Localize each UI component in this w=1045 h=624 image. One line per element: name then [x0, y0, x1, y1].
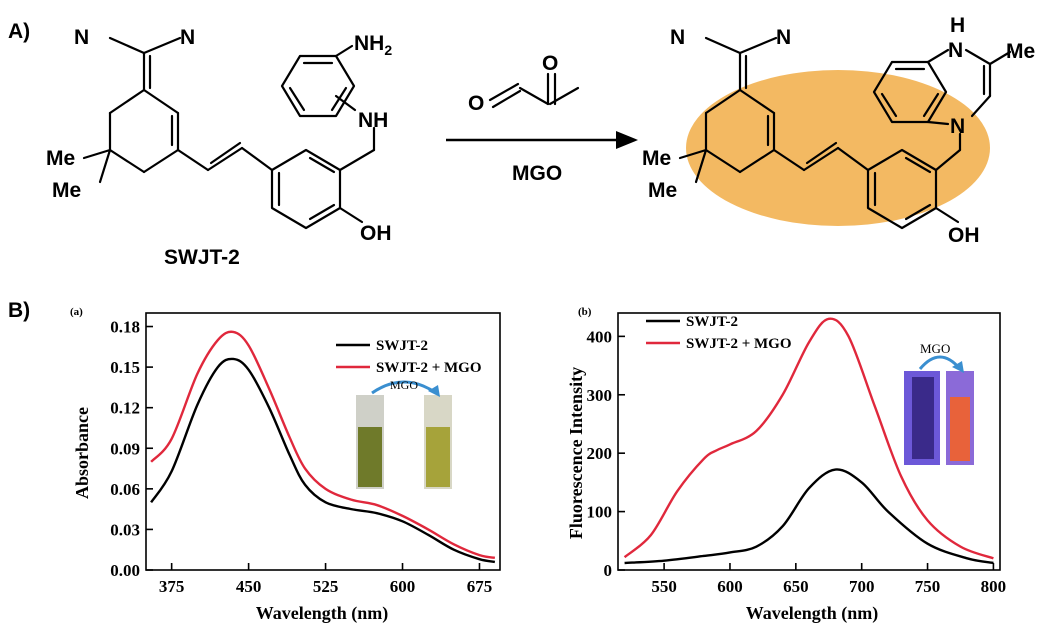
- x-tick-label: 525: [313, 577, 339, 596]
- legend-label-0: SWJT-2: [376, 338, 428, 354]
- atom-nh2-subscript: 2: [384, 42, 392, 58]
- y-tick-label: 300: [587, 386, 613, 405]
- chart-a-ylabel: Absorbance: [72, 407, 92, 499]
- cuvette-after-a-liquid: [426, 427, 450, 487]
- chart-1-frame: [617, 312, 1001, 571]
- reactant-name: SWJT-2: [164, 246, 240, 269]
- reaction-scheme: A) N N: [8, 14, 1035, 269]
- atom-me-top: Me: [46, 147, 75, 170]
- atom-n-left: N: [74, 26, 89, 49]
- y-tick-label: 0.09: [110, 439, 140, 458]
- panel-label-b: B): [8, 299, 30, 322]
- legend-label-0: SWJT-2: [686, 314, 738, 330]
- atom-oh: OH: [360, 222, 392, 245]
- atom-nh2-label: NH: [354, 32, 384, 55]
- y-tick-label: 0.18: [110, 318, 140, 337]
- product-atom-n-right: N: [776, 26, 791, 49]
- reactant-structure: [82, 36, 376, 230]
- product-atom-n-left: N: [670, 26, 685, 49]
- inset-a-arrow: [371, 380, 437, 395]
- reaction-arrow-head: [616, 131, 638, 149]
- atom-n-right: N: [180, 26, 195, 49]
- y-tick-label: 100: [587, 503, 613, 522]
- atom-nh2: NH2: [354, 32, 392, 58]
- cuvette-before-b-liquid: [912, 377, 934, 459]
- x-tick-label: 450: [236, 577, 262, 596]
- chart-a-plot: 375 450 525 600 675 0.00 0.03 0.06 0.09 0.12 0.15 0…: [110, 312, 501, 596]
- atom-o-ketone: O: [542, 52, 558, 75]
- y-tick-label: 0.00: [110, 561, 140, 580]
- y-tick-label: 0: [604, 561, 613, 580]
- reagent-label: MGO: [512, 162, 562, 185]
- chart-b-ylabel: Fluorescence Intensity: [566, 367, 586, 539]
- atom-me-bottom: Me: [52, 179, 81, 202]
- legend-label-1: SWJT-2 + MGO: [376, 360, 482, 376]
- y-tick-label: 200: [587, 444, 613, 463]
- spectra-panel: B) (a) Absorbance Wavelength (nm) 375 450…: [8, 299, 1006, 624]
- fluorescence-chart: (b) Fluorescence Intensity Wavelength (n…: [566, 306, 1006, 624]
- chart-b-inset: MGO: [904, 341, 974, 465]
- y-tick-label: 400: [587, 327, 613, 346]
- x-tick-label: 800: [981, 577, 1007, 596]
- x-tick-label: 700: [849, 577, 875, 596]
- chart-0-frame: [145, 312, 501, 571]
- product-atom-h: H: [950, 14, 965, 37]
- product-atom-n-top: N: [948, 39, 963, 62]
- reagent-structure: [488, 72, 580, 109]
- x-tick-label: 650: [783, 577, 809, 596]
- absorbance-chart: (a) Absorbance Wavelength (nm) 375 450 525…: [70, 306, 501, 624]
- atom-o-aldehyde: O: [468, 92, 484, 115]
- x-tick-label: 375: [159, 577, 185, 596]
- x-tick-label: 600: [717, 577, 743, 596]
- cuvette-after-b-liquid: [950, 397, 970, 461]
- x-tick-label: 750: [915, 577, 941, 596]
- chart-b-tag: (b): [578, 306, 592, 318]
- cuvette-before-a-liquid: [358, 427, 382, 487]
- product-atom-me-top: Me: [642, 147, 671, 170]
- inset-a-arrow-head: [428, 385, 440, 397]
- y-tick-label: 0.03: [110, 520, 140, 539]
- inset-b-arrow-head: [952, 361, 964, 373]
- x-tick-label: 600: [390, 577, 416, 596]
- chart-a-tag: (a): [70, 306, 83, 318]
- inset-a-arrow-label: MGO: [390, 378, 418, 392]
- atom-nh: NH: [358, 109, 388, 132]
- chart-b-xlabel: Wavelength (nm): [746, 603, 879, 624]
- series-line-1: [150, 330, 496, 560]
- series-line-1: [623, 317, 994, 560]
- x-tick-label: 675: [467, 577, 493, 596]
- inset-b-arrow-label: MGO: [920, 341, 950, 356]
- product-atom-n-bottom: N: [950, 115, 965, 138]
- y-tick-label: 0.15: [110, 358, 140, 377]
- product-atom-me-bottom: Me: [648, 179, 677, 202]
- chart-b-plot: 550 600 650 700 750 800 0 100 200 300 400 SWJT-2SWJ…: [587, 312, 1007, 596]
- chart-a-inset: MGO: [356, 378, 452, 489]
- product-structure: [678, 36, 1012, 230]
- series-line-0: [150, 357, 496, 564]
- panel-label-a: A): [8, 20, 30, 43]
- x-tick-label: 550: [651, 577, 677, 596]
- y-tick-label: 0.12: [110, 399, 140, 418]
- series-line-0: [624, 468, 994, 565]
- chart-a-xlabel: Wavelength (nm): [256, 603, 389, 624]
- y-tick-label: 0.06: [110, 480, 140, 499]
- product-atom-me-ring: Me: [1006, 40, 1035, 63]
- product-atom-oh: OH: [948, 224, 980, 247]
- legend-label-1: SWJT-2 + MGO: [686, 336, 792, 352]
